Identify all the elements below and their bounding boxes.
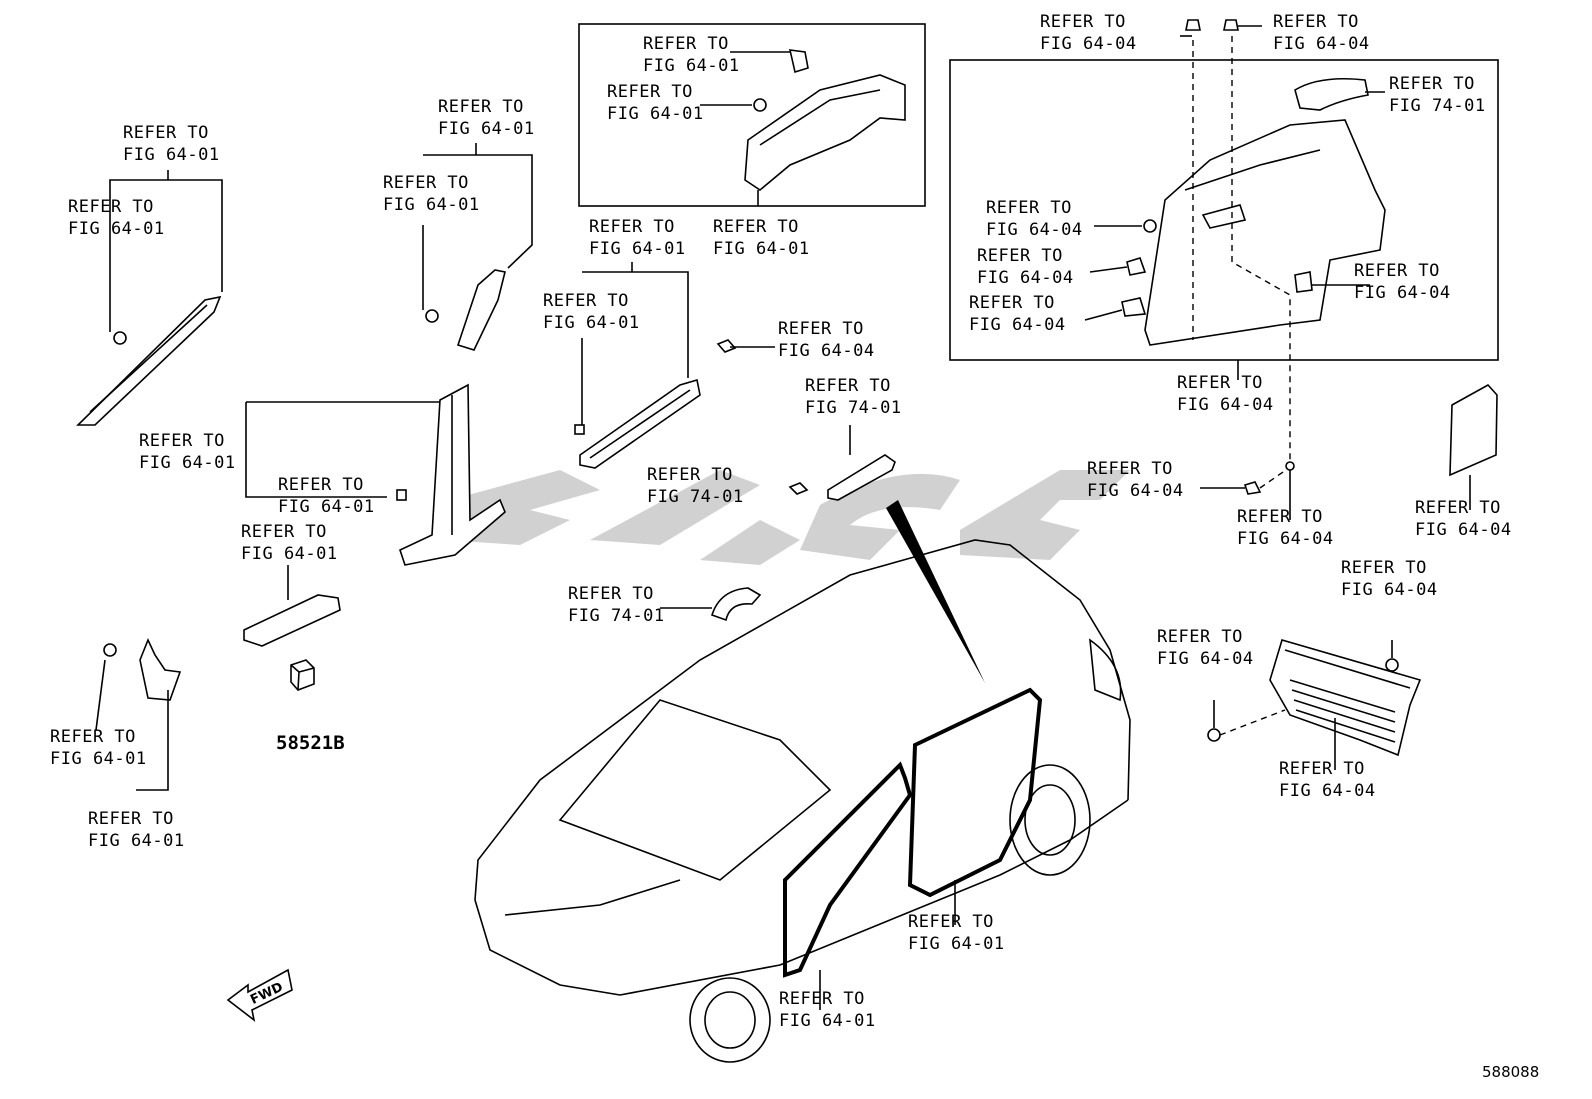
diagram-id: 588088 bbox=[1482, 1063, 1540, 1081]
rear-door-scuff-plate bbox=[574, 262, 701, 469]
pin-screw bbox=[716, 339, 775, 353]
inset-box-luggage-trim bbox=[949, 59, 1499, 361]
center-pillar-lower-garnish bbox=[245, 383, 506, 566]
inset-box-rear-trim bbox=[578, 23, 926, 207]
quarter-trim-cover bbox=[1449, 383, 1498, 510]
vehicle-body-outline bbox=[474, 500, 1131, 1063]
clip-58521b bbox=[290, 659, 315, 691]
front-pillar-garnish bbox=[76, 170, 223, 426]
side-fastener bbox=[1200, 461, 1295, 520]
luggage-side-trim-inset bbox=[1084, 77, 1386, 380]
front-scuff-plate bbox=[243, 565, 341, 647]
rear-trim-panel bbox=[1207, 639, 1422, 770]
top-fasteners bbox=[1180, 19, 1291, 470]
watermark-logo bbox=[445, 470, 1130, 565]
part-number-label: 58521B bbox=[276, 732, 345, 754]
fwd-arrow-icon: FWD bbox=[226, 968, 293, 1022]
center-pillar-upper-garnish bbox=[422, 143, 533, 351]
assist-grip bbox=[788, 425, 896, 501]
coat-hook bbox=[660, 587, 762, 622]
cowl-side-trim bbox=[95, 637, 182, 791]
rear-side-trim-inset bbox=[700, 49, 906, 206]
